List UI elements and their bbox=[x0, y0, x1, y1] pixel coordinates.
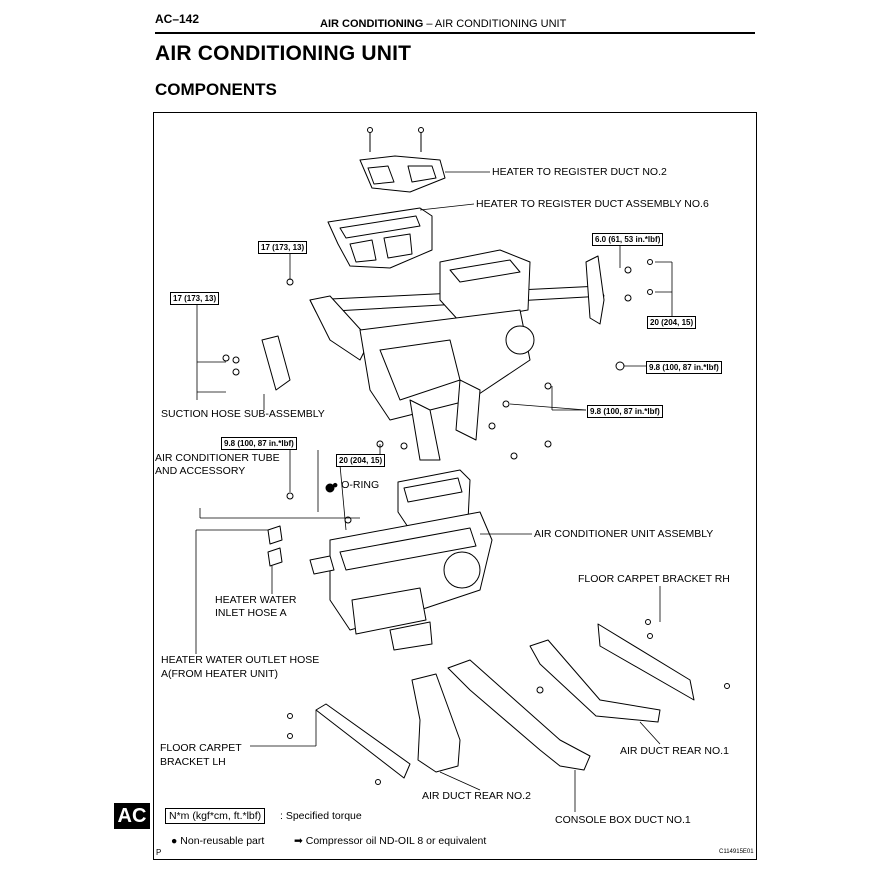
section-header-rest: – AIR CONDITIONING UNIT bbox=[423, 18, 567, 30]
legend-compressor-oil: ➡ Compressor oil ND-OIL 8 or equivalent bbox=[294, 835, 486, 847]
torque-17-a: 17 (173, 13) bbox=[258, 241, 308, 254]
page-subtitle: COMPONENTS bbox=[155, 80, 277, 99]
diagram-frame bbox=[153, 112, 757, 860]
torque-17-b: 17 (173, 13) bbox=[170, 292, 220, 305]
label-air-duct-rear-no1: AIR DUCT REAR NO.1 bbox=[620, 745, 729, 757]
header-rule bbox=[155, 32, 755, 34]
label-air-duct-rear-no2: AIR DUCT REAR NO.2 bbox=[422, 790, 531, 802]
torque-20-a: 20 (204, 15) bbox=[647, 316, 697, 329]
label-ac-tube-line1: AIR CONDITIONER TUBE bbox=[155, 452, 280, 464]
label-o-ring: ● O-RING bbox=[332, 479, 379, 491]
floor-carpet-rh-drawing bbox=[597, 619, 730, 701]
section-tab: AC bbox=[114, 803, 150, 829]
label-suction-hose: SUCTION HOSE SUB-ASSEMBLY bbox=[161, 408, 325, 420]
torque-6-0: 6.0 (61, 53 in.*lbf) bbox=[592, 233, 664, 246]
torque-9-8-c: 9.8 (100, 87 in.*lbf) bbox=[221, 437, 297, 450]
legend-torque-desc: : Specified torque bbox=[280, 810, 362, 822]
floor-carpet-lh-drawing bbox=[287, 703, 411, 785]
legend-compressor-oil-text: Compressor oil ND-OIL 8 or equivalent bbox=[305, 835, 487, 847]
part-drawings bbox=[222, 127, 730, 785]
ac-unit-drawing bbox=[267, 469, 493, 651]
register-duct-no2-drawing bbox=[359, 127, 446, 193]
footer-page-letter: P bbox=[156, 848, 162, 857]
label-heater-water-outlet-line1: HEATER WATER OUTLET HOSE bbox=[161, 654, 320, 666]
section-header-bold: AIR CONDITIONING bbox=[320, 18, 424, 30]
label-ac-tube-line2: AND ACCESSORY bbox=[155, 465, 246, 477]
label-floor-carpet-lh-line1: FLOOR CARPET bbox=[160, 742, 242, 754]
label-floor-carpet-rh: FLOOR CARPET BRACKET RH bbox=[578, 573, 730, 585]
non-reusable-dot-icon: ● bbox=[332, 479, 339, 491]
torque-9-8-a: 9.8 (100, 87 in.*lbf) bbox=[646, 361, 722, 374]
label-heater-water-inlet-line2: INLET HOSE A bbox=[215, 607, 287, 619]
torque-20-b: 20 (204, 15) bbox=[336, 454, 386, 467]
label-heater-to-register-duct-no2: HEATER TO REGISTER DUCT NO.2 bbox=[492, 166, 667, 178]
legend-non-reusable: ● Non-reusable part bbox=[171, 835, 264, 847]
upper-unit-drawing bbox=[222, 249, 653, 461]
section-header: AIR CONDITIONING – AIR CONDITIONING UNIT bbox=[320, 18, 566, 30]
legend-torque-unit: N*m (kgf*cm, ft.*lbf) bbox=[165, 808, 266, 824]
leader-lines bbox=[195, 171, 673, 812]
label-console-box-duct-no1: CONSOLE BOX DUCT NO.1 bbox=[555, 814, 691, 826]
page-title: AIR CONDITIONING UNIT bbox=[155, 42, 412, 65]
label-heater-water-outlet-line2: A(FROM HEATER UNIT) bbox=[161, 668, 279, 680]
label-floor-carpet-lh-line2: BRACKET LH bbox=[160, 756, 226, 768]
label-o-ring-text: O-RING bbox=[341, 479, 380, 491]
air-duct-rear-no1-drawing bbox=[529, 639, 661, 723]
air-duct-rear-no2-drawing bbox=[411, 673, 461, 773]
legend-non-reusable-text: Non-reusable part bbox=[180, 835, 265, 847]
page-number: AC–142 bbox=[155, 12, 200, 26]
non-reusable-legend-dot-icon: ● bbox=[171, 835, 178, 847]
label-heater-water-inlet-line1: HEATER WATER bbox=[215, 594, 297, 606]
register-duct-no6-drawing bbox=[327, 207, 433, 269]
oil-arrow-icon: ➡ bbox=[294, 835, 303, 847]
label-heater-to-register-duct-assy-no6: HEATER TO REGISTER DUCT ASSEMBLY NO.6 bbox=[476, 198, 709, 210]
label-ac-unit-assembly: AIR CONDITIONER UNIT ASSEMBLY bbox=[534, 528, 714, 540]
console-box-duct-drawing bbox=[447, 659, 591, 771]
torque-9-8-b: 9.8 (100, 87 in.*lbf) bbox=[587, 405, 663, 418]
figure-id: C114915E01 bbox=[719, 849, 754, 855]
